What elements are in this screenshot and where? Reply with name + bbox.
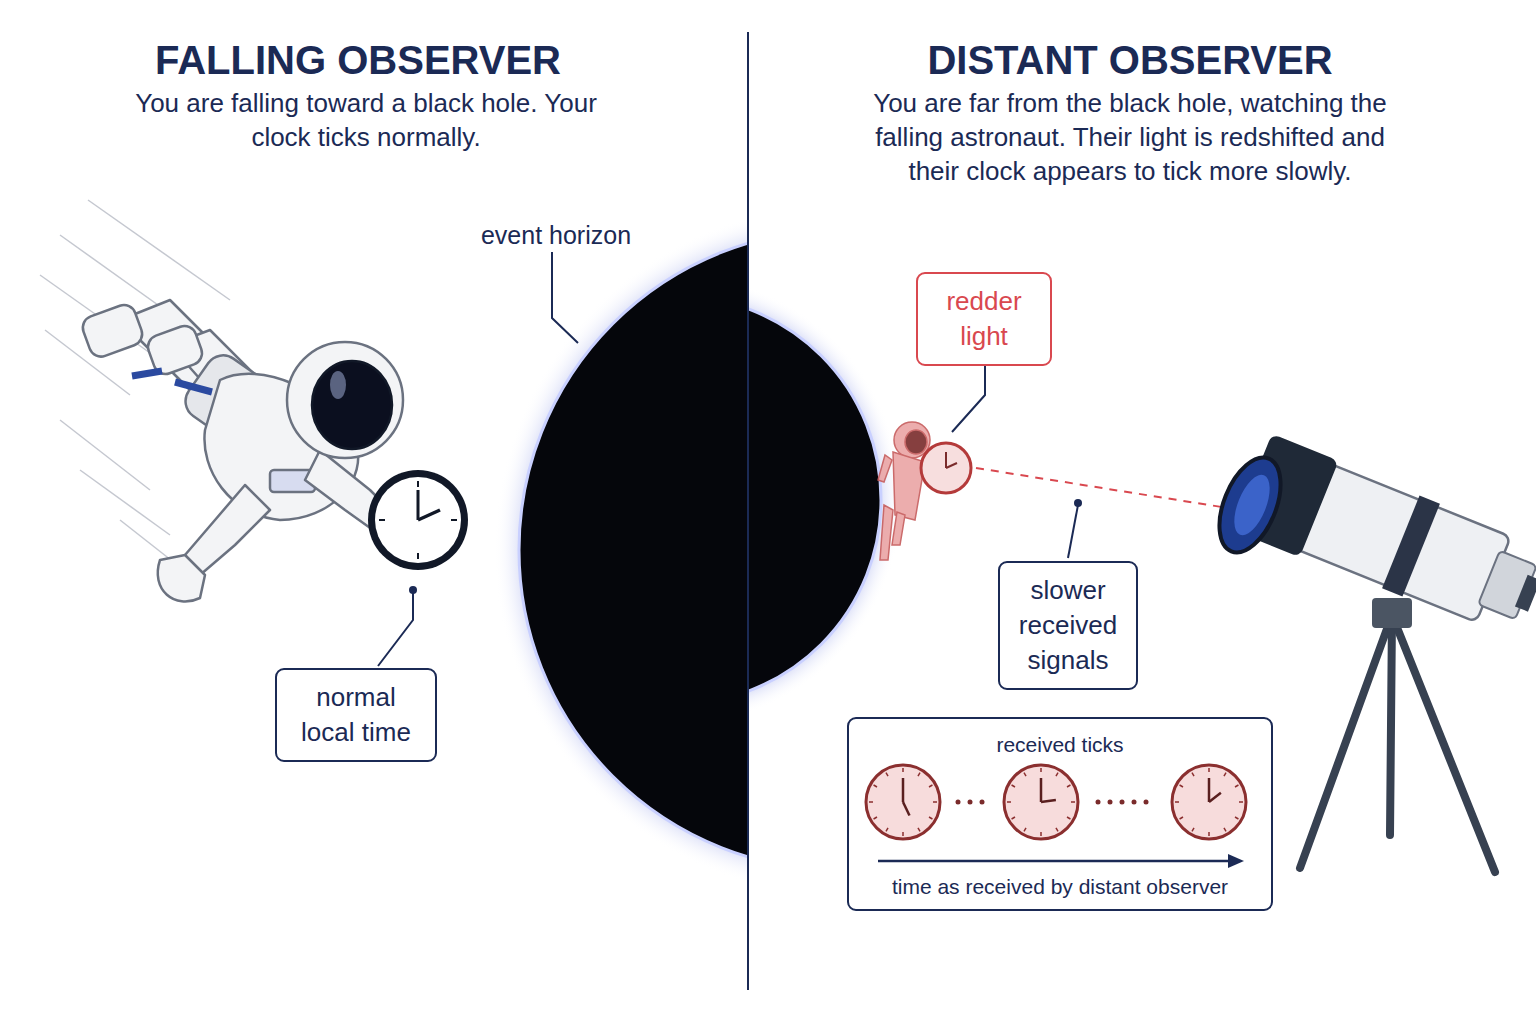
subtitle: You are falling toward a black hole. You… — [131, 86, 601, 154]
callout-box: redder light — [916, 272, 1052, 366]
received-clocks — [866, 765, 1246, 868]
callout-label: event horizon — [446, 219, 666, 252]
clock — [368, 470, 468, 570]
callout-box: slower received signals — [998, 561, 1138, 690]
telescope — [1207, 434, 1536, 872]
speed-lines — [40, 200, 230, 575]
black-hole-right — [749, 275, 902, 725]
light-ray — [976, 468, 1228, 508]
divider — [747, 32, 749, 990]
black-hole-left — [494, 205, 747, 895]
subtitle: You are far from the black hole, watchin… — [860, 86, 1400, 188]
leader-dot — [409, 586, 417, 594]
callout-text: slower received signals — [1012, 573, 1124, 678]
astronaut — [79, 300, 403, 602]
panel-title: received ticks — [860, 731, 1260, 759]
suit-stripes — [132, 371, 212, 392]
callout-text: redder light — [932, 284, 1036, 354]
callout-box: normal local time — [275, 668, 437, 762]
axis-label: time as received by distant observer — [860, 873, 1260, 901]
leader-dot — [1074, 499, 1082, 507]
redshifted-astronaut — [878, 422, 930, 560]
heading: FALLING OBSERVER — [8, 34, 708, 87]
heading: DISTANT OBSERVER — [780, 34, 1480, 87]
redshifted-clock — [921, 443, 971, 493]
leader-lines — [378, 252, 1078, 666]
ticks-panel: received ticks time as received by distan… — [847, 717, 1273, 911]
callout-text: normal local time — [291, 680, 421, 750]
